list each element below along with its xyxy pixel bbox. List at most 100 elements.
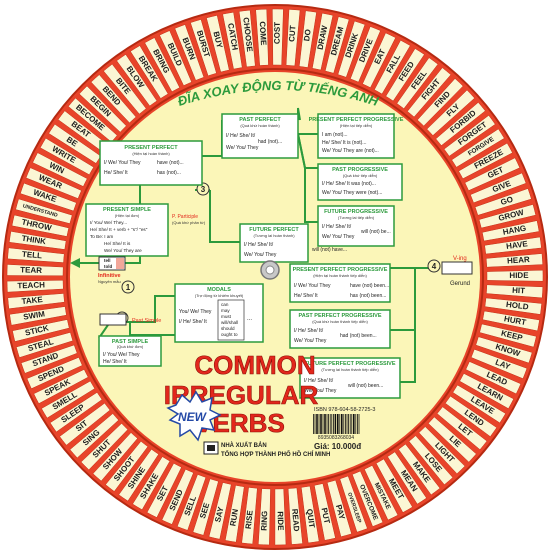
ring-verb-put: PUT (319, 507, 331, 525)
svg-text:(Tương lai hoàn thành): (Tương lai hoàn thành) (253, 233, 295, 238)
svg-text:I/ He/ She/ It/: I/ He/ She/ It/ (322, 224, 352, 230)
barcode-bar (339, 414, 341, 434)
future-perfect-progressive-box: FUTURE PERFECT PROGRESSIVE (Tương lai ho… (299, 357, 401, 399)
ring-verb-tile (426, 89, 475, 136)
ring-verb-tile (478, 204, 537, 229)
svg-text:I/ He/ She/ It/: I/ He/ She/ It/ (294, 328, 324, 334)
ring-verb-tile (274, 488, 287, 546)
barcode (313, 414, 360, 434)
svg-text:have (not) been...: have (not) been... (350, 283, 389, 289)
ring-verb-tile (398, 443, 441, 496)
svg-text:has (not)...: has (not)... (157, 170, 181, 176)
ring-verb-tile (20, 344, 78, 374)
infinitive-label: Infinitive (98, 273, 121, 279)
ring-verb-tile (15, 198, 73, 224)
publisher-line-1: NHÀ XUẤT BẢN (221, 442, 267, 449)
ring-verb-tile (6, 264, 64, 277)
ring-verb-tile (287, 487, 303, 545)
ring-verb-tile (92, 432, 138, 482)
ring-verb-tile (9, 306, 67, 326)
ring-verb-tile (479, 323, 537, 348)
ring-verb-tile (67, 97, 118, 143)
svg-text:We/ You/ They: We/ You/ They (294, 338, 327, 344)
ring-verb-cut: CUT (287, 25, 297, 42)
ring-verb-hold: HOLD (506, 300, 530, 312)
barcode-bar (320, 414, 322, 434)
svg-text:FUTURE PROGRESSIVE: FUTURE PROGRESSIVE (324, 209, 388, 215)
svg-text:We/ You/ They are: We/ You/ They are (104, 248, 142, 253)
barcode-bar (353, 414, 355, 434)
past-perfect-progressive-box: PAST PERFECT PROGRESSIVE (Quá khứ hoàn t… (289, 309, 391, 349)
barcode-number: 8935083268034 (318, 435, 354, 441)
ring-verb-hide: HIDE (509, 271, 529, 280)
ring-verb-read: READ (290, 508, 301, 532)
ring-verb-tile (206, 15, 230, 73)
svg-text:I/ You/ We/ They...: I/ You/ We/ They... (90, 220, 127, 225)
svg-text:(Hiện tại đơn): (Hiện tại đơn) (115, 213, 140, 218)
svg-text:He/ She/ It + verb + "s"/ "es": He/ She/ It + verb + "s"/ "es" (90, 227, 148, 232)
ring-verb-tile (470, 348, 528, 379)
barcode-bar (318, 414, 320, 434)
barcode-bar (333, 414, 334, 434)
ring-verb-tile (90, 74, 137, 124)
ring-verb-tile (475, 336, 533, 364)
barcode-bar (334, 414, 337, 434)
ring-verb-cost: COST (273, 22, 282, 44)
ring-verb-tile (224, 485, 245, 543)
ring-verb-tile (6, 279, 64, 293)
ring-verb-tile (33, 369, 89, 404)
svg-text:P. Participle: P. Participle (172, 214, 198, 220)
ring-verb-tile (7, 247, 65, 263)
gerund-label: Gerund (450, 281, 470, 287)
svg-text:I/ You/ We/ They: I/ You/ We/ They (103, 352, 140, 358)
past-simple-box: PAST SIMPLE (Quá khứ đơn) I/ You/ We/ Th… (98, 335, 162, 367)
ring-verb-tile (417, 78, 464, 127)
future-progressive-box: FUTURE PROGRESSIVE (Tương lai tiếp diễn)… (317, 205, 395, 247)
svg-text:We/ You/ They were (not)...: We/ You/ They were (not)... (322, 190, 382, 196)
barcode-bar (346, 414, 348, 434)
ring-verb-tile (339, 475, 368, 533)
v-ing-window[interactable] (441, 261, 473, 275)
ring-verb-do: DO (302, 29, 313, 42)
ring-verb-tile (313, 483, 336, 541)
svg-text:ought to: ought to (221, 332, 238, 337)
svg-text:(Tương lai tiếp diễn): (Tương lai tiếp diễn) (338, 215, 375, 220)
infinitive-window[interactable]: tell told (98, 256, 126, 271)
ring-verb-hear: HEAR (507, 255, 530, 266)
svg-text:To Be: I am: To Be: I am (90, 234, 113, 239)
ring-verb-tile (298, 10, 317, 68)
ring-verb-tile (132, 456, 171, 511)
svg-text:He/ She/ It: He/ She/ It (104, 170, 128, 176)
svg-text:...: ... (247, 316, 252, 322)
ring-verb-say: SAY (213, 505, 225, 523)
inner-ring-edge (66, 68, 484, 486)
svg-text:will (not) be...: will (not) be... (361, 229, 391, 235)
ring-verb-tile (362, 32, 396, 89)
ring-verb-tile (41, 380, 96, 419)
svg-text:PAST PROGRESSIVE: PAST PROGRESSIVE (332, 167, 388, 173)
svg-text:I/ He/ She/ It: I/ He/ She/ It (179, 319, 207, 325)
past-simple-label: Past Simple (132, 318, 161, 324)
svg-text:He/ She/ It is: He/ She/ It is (104, 241, 131, 246)
svg-text:PRESENT PERFECT PROGRESSIVE: PRESENT PERFECT PROGRESSIVE (309, 117, 404, 123)
barcode-bar (348, 414, 349, 434)
ring-verb-tile (481, 220, 540, 242)
ring-verb-tile (337, 20, 366, 78)
ring-verb-take: TAKE (21, 295, 44, 306)
ring-verb-tile (192, 478, 219, 536)
barcode-bar (357, 414, 358, 434)
ring-verb-tile (174, 24, 205, 81)
ring-verb-tell: TELL (22, 250, 43, 261)
ring-verb-tile (452, 384, 506, 424)
svg-text:(Trợ động từ khiếm khuyết): (Trợ động từ khiếm khuyết) (195, 293, 244, 298)
barcode-bar (337, 414, 339, 434)
ring-verb-tile (190, 19, 217, 77)
ring-verb-tile (396, 57, 439, 110)
svg-text:3: 3 (201, 185, 206, 194)
ring-verb-tile (49, 391, 103, 433)
svg-text:has (not) been...: has (not) been... (350, 293, 386, 299)
past-simple-window[interactable] (99, 313, 127, 326)
ring-verb-tile (161, 468, 194, 525)
